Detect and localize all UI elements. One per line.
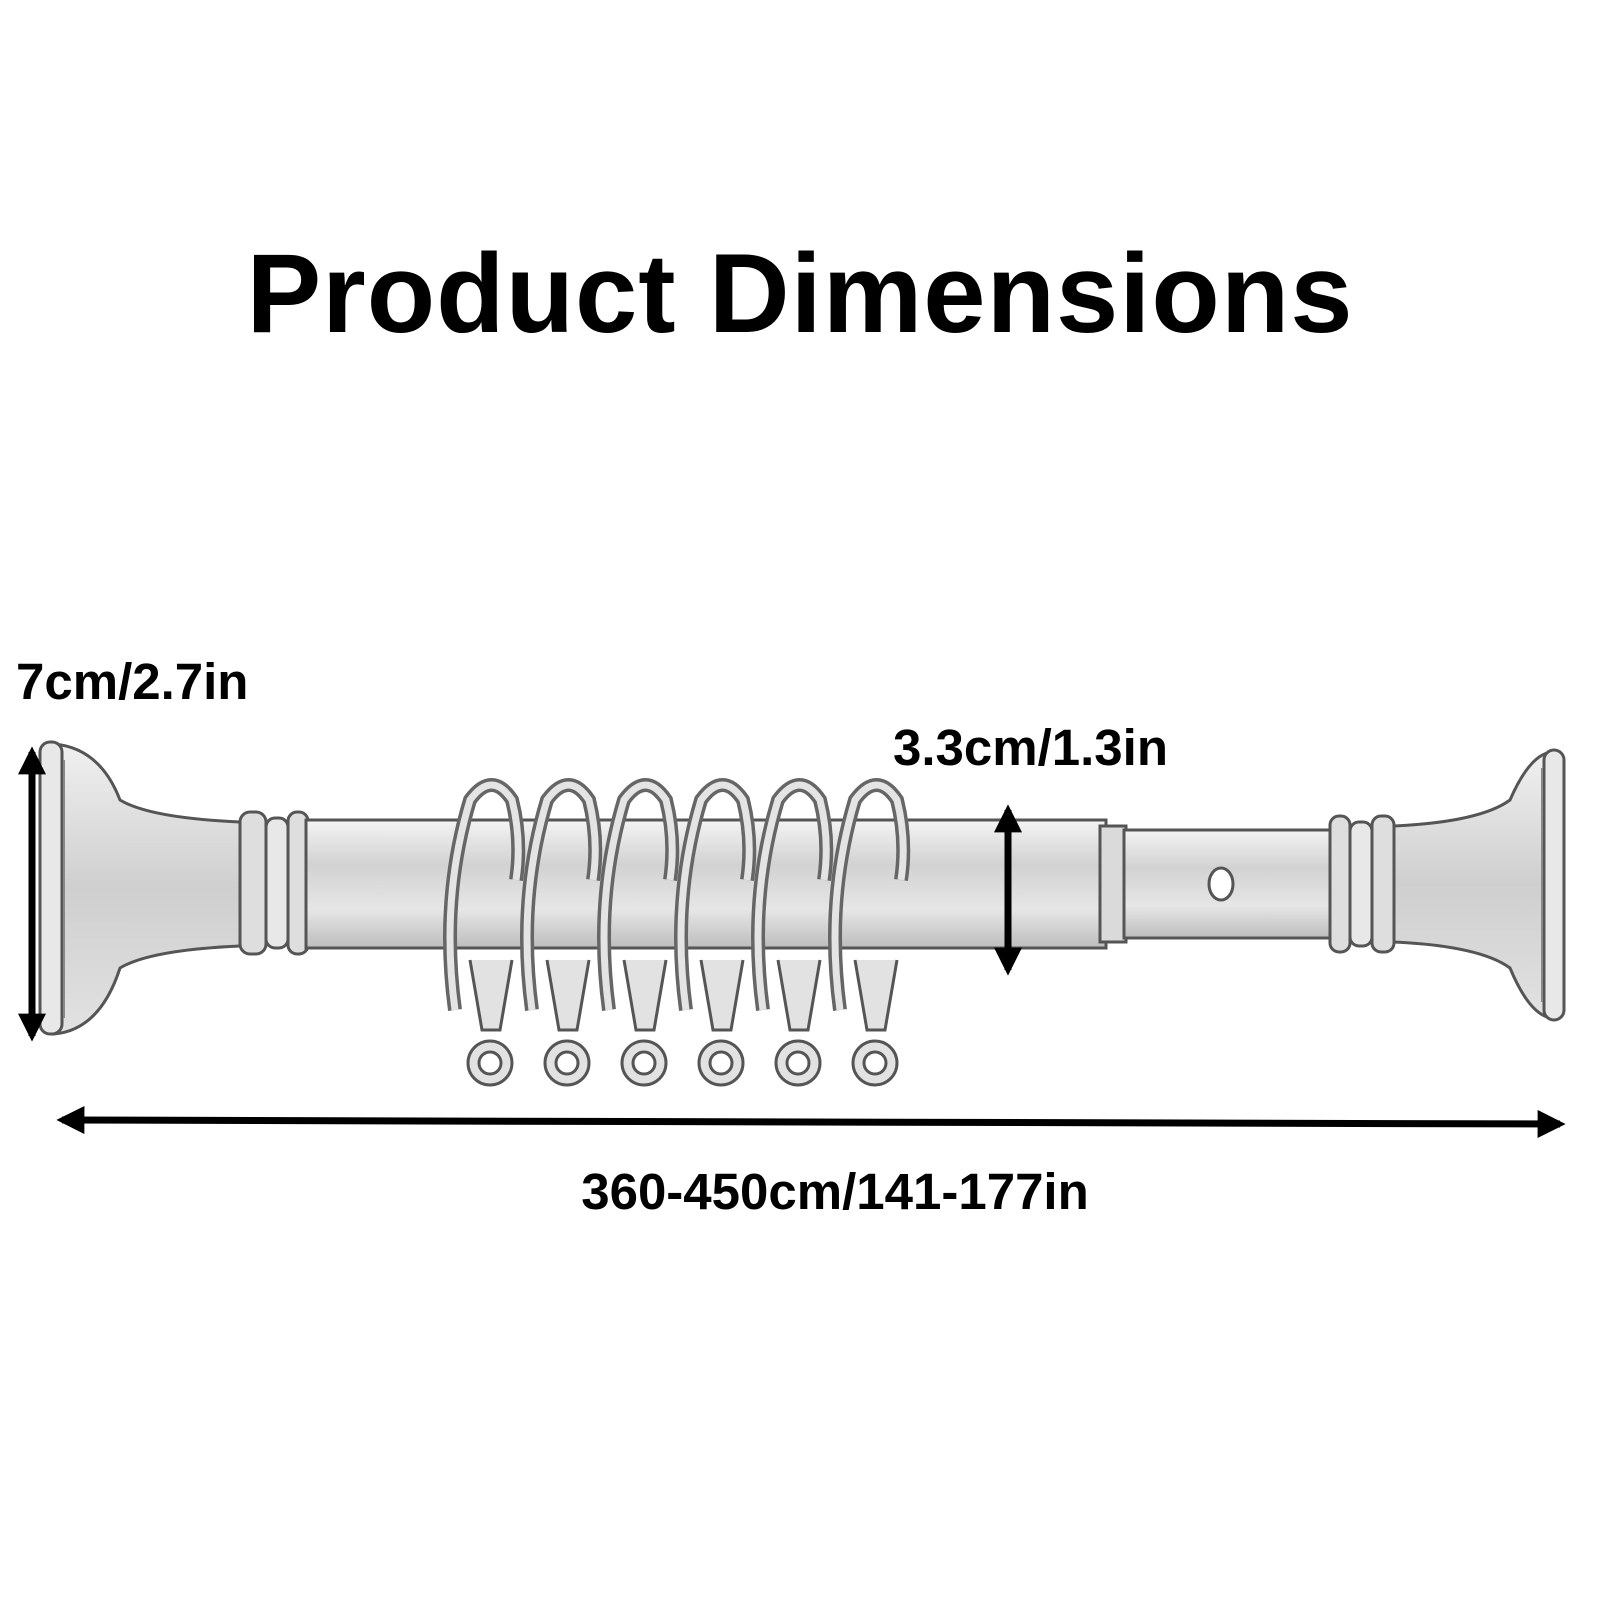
curtain-ring [597,778,680,1087]
curtain-ring [520,778,603,1087]
right-collar [1328,814,1396,954]
curtain-rings [443,778,911,1087]
curtain-ring [828,778,911,1087]
left-collar [238,810,310,956]
end-height-label: 7cm/2.7in [16,653,249,710]
left-end-cap [38,740,242,1036]
length-arrow [56,1106,1566,1138]
right-end-cap [1392,748,1566,1022]
curtain-ring [443,778,526,1087]
rod-joint [1098,824,1128,944]
rod-outer-tube [304,818,1108,950]
page-title: Product Dimensions [246,231,1354,356]
length-label: 360-450cm/141-177in [581,1163,1089,1220]
curtain-ring [674,778,757,1087]
rod-diameter-label: 3.3cm/1.3in [893,719,1168,776]
curtain-ring [751,778,834,1087]
adjustment-hole [1207,866,1235,902]
